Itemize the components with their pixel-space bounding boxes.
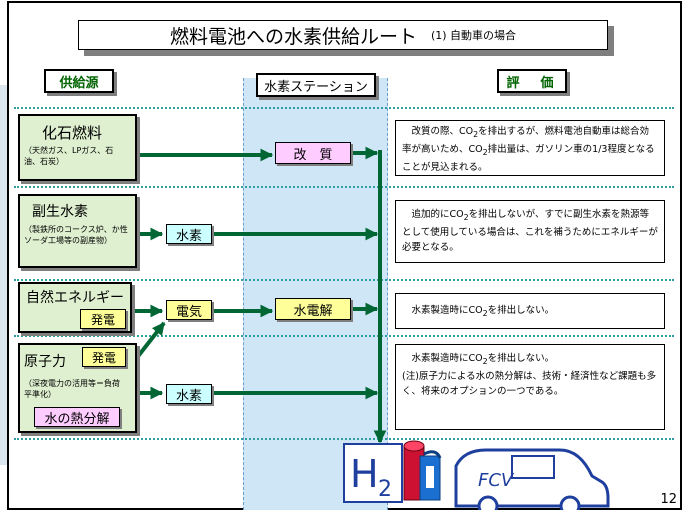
thermal-decomposition-tag: 水の熱分解 bbox=[34, 407, 120, 427]
hydrogen-dispenser-icon bbox=[403, 440, 442, 501]
title-sub: (1) 自動車の場合 bbox=[430, 29, 517, 42]
title-main: 燃料電池への水素供給ルート bbox=[169, 25, 417, 48]
source-natural-title: 自然エネルギー bbox=[26, 290, 124, 306]
header-supply: 供給源 bbox=[44, 69, 114, 93]
source-nuclear-title: 原子力 bbox=[24, 354, 66, 370]
source-fossil-title: 化石燃料 bbox=[42, 124, 103, 142]
row-separator bbox=[14, 335, 674, 337]
h2-subscript: 2 bbox=[378, 477, 392, 502]
source-natural-energy: 自然エネルギー 発電 bbox=[18, 282, 132, 333]
fcv-car-icon bbox=[454, 448, 610, 510]
page-number: 12 bbox=[660, 492, 677, 507]
source-byproduct: 副生水素 （製鉄所のコークス炉、か性ソーダ工場等の副産物） bbox=[18, 194, 137, 268]
slide-title: 燃料電池への水素供給ルート (1) 自動車の場合 bbox=[78, 20, 608, 50]
header-station: 水素ステーション bbox=[256, 73, 376, 97]
row-separator bbox=[14, 186, 674, 188]
header-evaluation: 評 価 bbox=[497, 69, 567, 93]
source-fossil: 化石燃料 （天然ガス、LPガス、石油、石炭） bbox=[18, 114, 137, 181]
source-fossil-note: （天然ガス、LPガス、石油、石炭） bbox=[24, 146, 114, 166]
electricity-box: 電気 bbox=[166, 300, 212, 320]
source-nuclear: 原子力 発電 （深夜電力の活用等＝負荷平準化） 水の熱分解 bbox=[18, 343, 137, 433]
h2-symbol: H bbox=[350, 452, 379, 496]
arrow-nuclear-elec bbox=[130, 321, 166, 366]
hydrogen-box-2: 水素 bbox=[166, 384, 212, 404]
fcv-label: FCV bbox=[478, 470, 514, 491]
electrolysis-box: 水電解 bbox=[275, 298, 351, 320]
evaluation-natural: 水素製造時にCO2を排出しない。 bbox=[395, 293, 665, 329]
evaluation-byproduct: 追加的にCO2を排出しないが、すでに副生水素を熱源等として使用している場合は、こ… bbox=[395, 200, 665, 263]
reform-box: 改 質 bbox=[275, 142, 351, 164]
source-byproduct-title: 副生水素 bbox=[32, 204, 88, 220]
source-nuclear-note: （深夜電力の活用等＝負荷平準化） bbox=[24, 379, 120, 399]
h2-box: H 2 bbox=[343, 443, 403, 503]
evaluation-nuclear: 水素製造時にCO2を排出しない。 (注)原子力による水の熱分解は、技術・経済性な… bbox=[395, 344, 665, 430]
row-separator bbox=[14, 438, 674, 440]
source-byproduct-note: （製鉄所のコークス炉、か性ソーダ工場等の副産物） bbox=[24, 225, 128, 245]
row-separator bbox=[14, 279, 674, 281]
nuclear-power-tag: 発電 bbox=[82, 347, 126, 367]
row-separator bbox=[14, 107, 674, 109]
natural-power-tag: 発電 bbox=[80, 309, 126, 329]
hydrogen-box-1: 水素 bbox=[166, 224, 212, 244]
evaluation-fossil: 改質の際、CO2を排出するが、燃料電池自動車は総合効率が高いため、CO2排出量は… bbox=[395, 120, 665, 176]
